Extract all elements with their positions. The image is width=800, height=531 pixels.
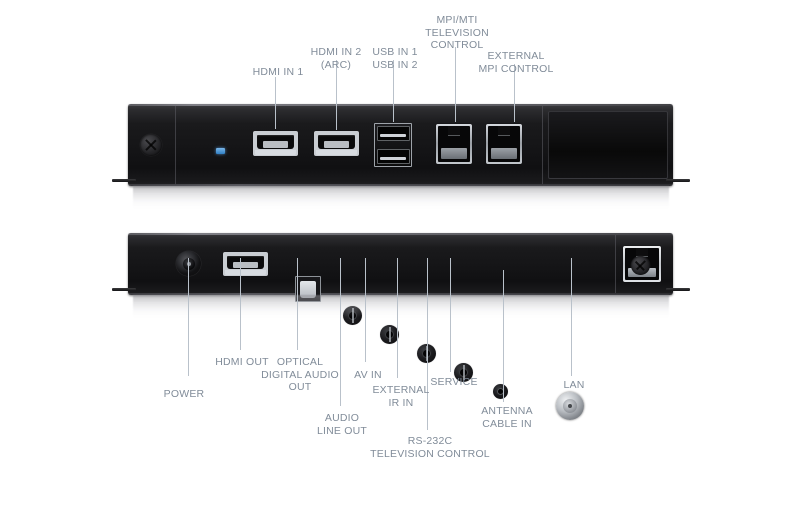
mount-bracket-right-bottom — [666, 288, 690, 291]
hdmi-in-2-port[interactable] — [314, 131, 359, 156]
rj45-cavity — [488, 126, 520, 162]
hdmi-tongue — [232, 261, 259, 268]
mpi-mti-television-control-port[interactable] — [436, 124, 472, 164]
rj45-cavity — [438, 126, 470, 162]
chassis-seam-right — [615, 235, 616, 293]
label-usb-in-1-2: USB IN 1 USB IN 2 — [372, 46, 418, 71]
rear-panel-recess — [548, 111, 668, 179]
service-port[interactable] — [493, 384, 508, 399]
label-hdmi-in-1: HDMI IN 1 — [252, 66, 304, 78]
external-ir-in-port[interactable] — [417, 344, 436, 363]
status-led — [216, 148, 225, 154]
label-av-in: AV IN — [354, 369, 382, 381]
usb-in-1-slot[interactable] — [376, 126, 410, 142]
leader-antenna-cable-in — [503, 270, 504, 402]
label-external-ir-in: EXTERNAL IR IN — [372, 384, 430, 409]
hdmi-out-port[interactable] — [223, 252, 268, 276]
leader-audio-line-out — [340, 258, 341, 406]
antenna-cable-in-port[interactable] — [556, 392, 584, 420]
leader-optical-digital-audio-out — [297, 258, 298, 350]
leader-mpi-mti-television-control — [455, 47, 456, 122]
leader-rs-232c-television-control — [427, 258, 428, 430]
leader-external-ir-in — [397, 258, 398, 378]
label-antenna-cable-in: ANTENNA CABLE IN — [481, 405, 533, 430]
chassis-top-highlight — [128, 104, 673, 106]
leader-power — [188, 258, 189, 376]
rear-panel-device — [128, 104, 673, 186]
external-mpi-control-port[interactable] — [486, 124, 522, 164]
mount-bracket-right-top — [666, 179, 690, 182]
leader-service — [450, 258, 451, 372]
chassis-bottom-highlight — [128, 293, 673, 295]
label-power: POWER — [163, 388, 205, 400]
hdmi-lip — [315, 150, 358, 155]
leader-av-in — [365, 258, 366, 362]
leader-hdmi-out — [240, 258, 241, 350]
usb-in-2-slot[interactable] — [376, 148, 410, 164]
usb-in-1-2-port[interactable] — [374, 123, 412, 167]
hdmi-lip — [254, 150, 297, 155]
chassis-bottom-highlight — [128, 184, 673, 186]
label-hdmi-out: HDMI OUT — [215, 356, 269, 368]
reflection-top — [133, 186, 669, 208]
av-in-port[interactable] — [380, 325, 399, 344]
leader-hdmi-in-2 — [336, 60, 337, 130]
hdmi-in-1-port[interactable] — [253, 131, 298, 156]
label-rs-232c-television-control: RS-232C TELEVISION CONTROL — [370, 435, 490, 460]
label-hdmi-in-2-arc: HDMI IN 2 (ARC) — [310, 46, 362, 71]
label-audio-line-out: AUDIO LINE OUT — [316, 412, 368, 437]
chassis-seam-left — [175, 106, 176, 184]
bottom-panel-device — [128, 233, 673, 420]
reflection-bottom — [133, 295, 669, 317]
screw-bottom-right — [631, 256, 650, 275]
label-service: SERVICE — [430, 376, 478, 388]
hdmi-tongue — [262, 141, 289, 148]
label-lan: LAN — [563, 379, 585, 391]
leader-usb-in-1-2 — [393, 60, 394, 122]
hdmi-lip — [224, 270, 267, 275]
mount-bracket-left-bottom — [112, 288, 136, 291]
leader-lan — [571, 258, 572, 376]
label-optical-digital-audio-out: OPTICAL DIGITAL AUDIO OUT — [261, 356, 339, 393]
chassis-top-highlight — [128, 233, 673, 235]
screw — [140, 134, 162, 156]
mount-bracket-left-top — [112, 179, 136, 182]
leader-hdmi-in-1 — [275, 77, 276, 129]
chassis-seam-right — [542, 106, 543, 184]
leader-external-mpi-control — [514, 64, 515, 122]
label-mpi-mti-television-control: MPI/MTI TELEVISION CONTROL — [425, 14, 489, 51]
label-external-mpi-control: EXTERNAL MPI CONTROL — [478, 50, 554, 75]
rs-232c-television-control-port[interactable] — [454, 363, 473, 382]
hdmi-tongue — [323, 141, 350, 148]
